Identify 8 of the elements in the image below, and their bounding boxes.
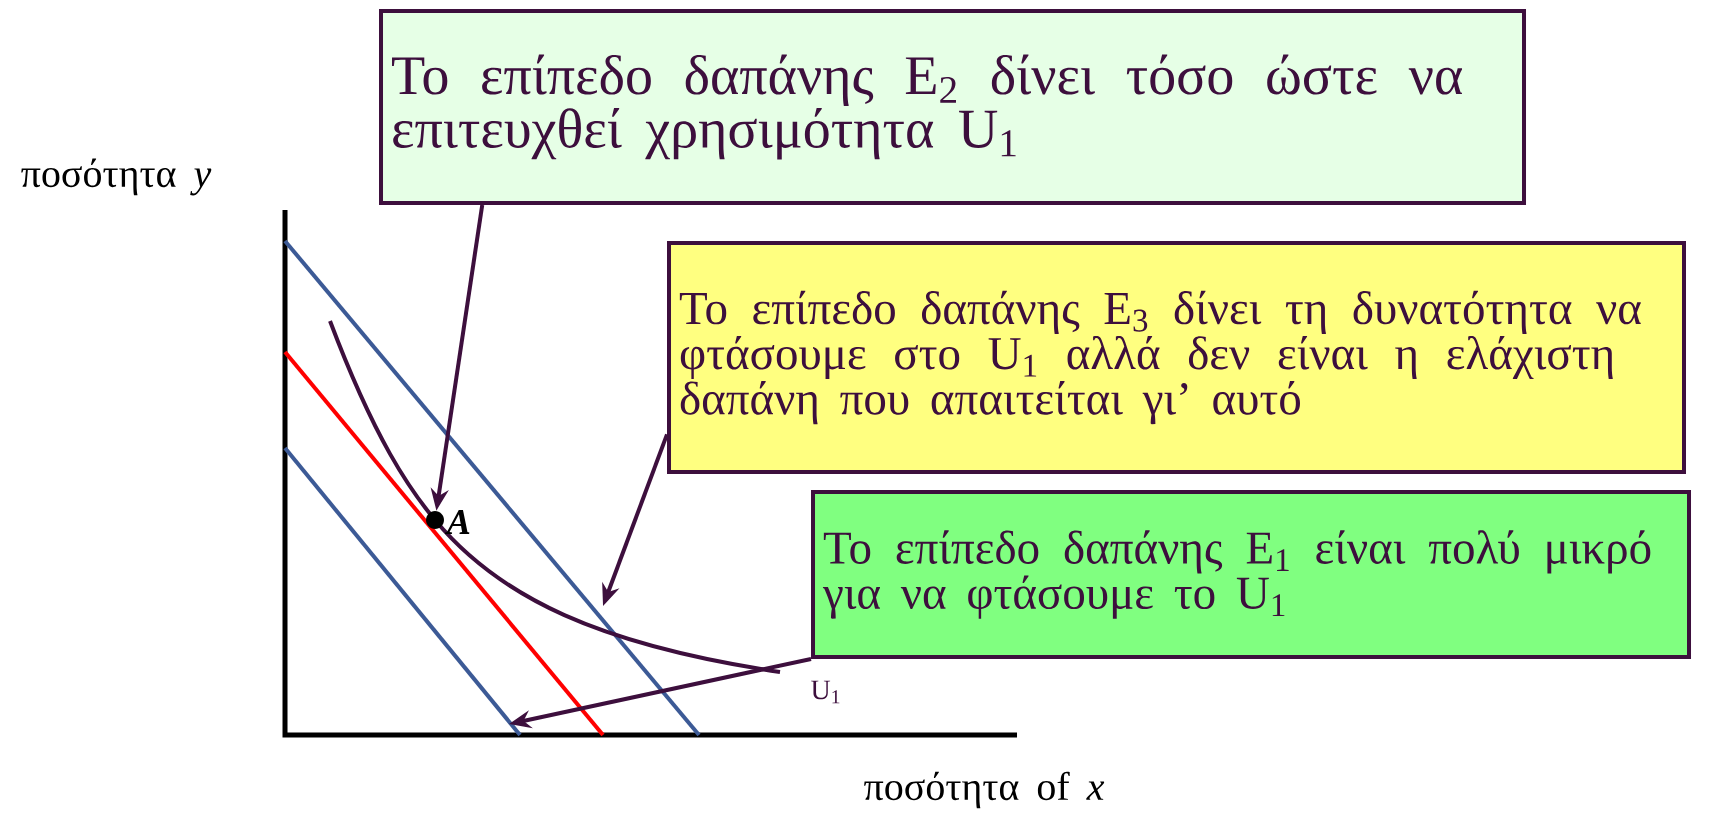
note-box: Το επίπεδο δαπάνης E$_{2}$ δίνει τόσο ώστε να επιτευχθεί χρησιμότητα U$_{1}$ — [379, 9, 1526, 205]
point-label: A — [444, 510, 470, 534]
point-marker — [426, 511, 444, 529]
axis-label: U$_{1}$ — [811, 680, 840, 704]
axis-label: ποσότητα y — [21, 158, 212, 196]
note-box: Το επίπεδο δαπάνης E$_{3}$ δίνει τη δυνατότητα να φτάσουμε στο U$_{1}$ αλλά δεν είναι η ελάχιστη δαπάνη που απαιτείται γι’ αυτό — [667, 241, 1686, 474]
note-box: Το επίπεδο δαπάνης E$_{1}$ είναι πολύ μικρό για να φτάσουμε το U$_{1}$ — [811, 490, 1691, 659]
axis-label: ποσότητα of x — [864, 771, 1105, 809]
